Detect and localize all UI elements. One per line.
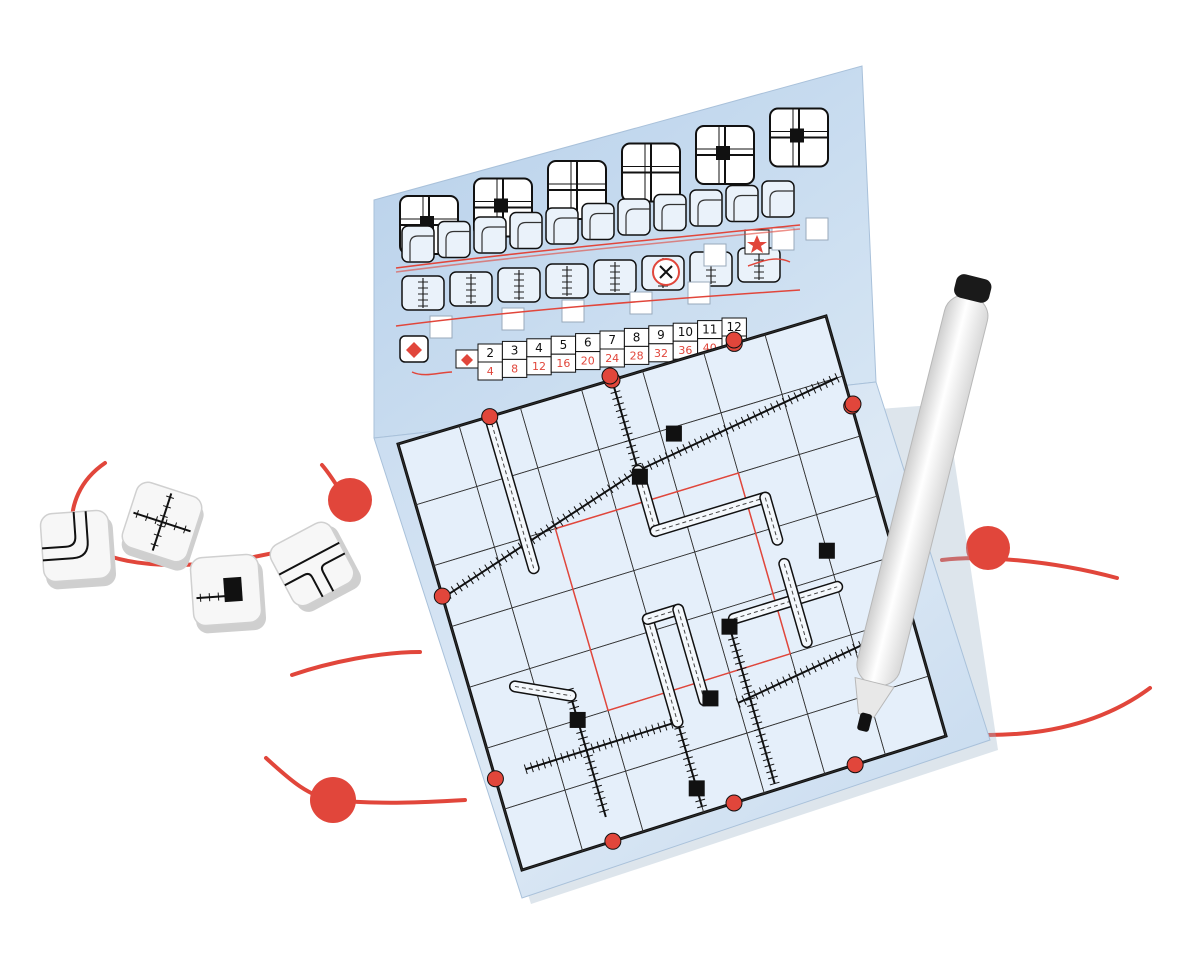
score-track-bottom-value: 20 — [581, 355, 595, 368]
road-segment — [672, 603, 711, 707]
flourish-left — [411, 371, 453, 376]
pen-tip-cone — [854, 676, 895, 718]
score-track-top-value: 6 — [584, 336, 592, 350]
board-cell[interactable] — [867, 675, 947, 756]
station-square — [721, 618, 738, 635]
railway-segment — [635, 373, 840, 476]
board-exit-marker — [725, 794, 743, 812]
red-divider-lines — [395, 224, 801, 327]
score-track-top-value: 9 — [657, 328, 665, 342]
road-piece-icon — [545, 207, 579, 245]
station-square — [702, 690, 719, 707]
score-track-top-value: 3 — [511, 343, 519, 357]
road-segment — [649, 491, 772, 538]
score-track-top-value: 4 — [535, 341, 543, 355]
checkbox[interactable] — [703, 243, 727, 267]
dice-group — [39, 481, 362, 634]
station-square — [569, 711, 586, 728]
curve-road-die-icon — [39, 509, 117, 590]
railway-piece-icon — [545, 263, 589, 299]
road-piece-icon — [689, 189, 723, 227]
board-exit-marker — [844, 395, 862, 413]
road-segment — [778, 557, 813, 649]
pen-cap-end — [954, 274, 992, 303]
game-board — [396, 314, 948, 872]
score-track-bottom-value: 8 — [511, 362, 518, 375]
station-square — [665, 425, 682, 442]
cross-circle-icon — [652, 258, 680, 286]
road-piece-icon — [653, 193, 687, 232]
crossroads-rail-die-icon — [121, 481, 204, 571]
score-track-top-value: 11 — [702, 323, 717, 337]
checkbox[interactable] — [561, 299, 585, 323]
board-exit-marker — [604, 832, 622, 850]
checkbox[interactable] — [771, 227, 795, 251]
road-segment — [759, 491, 784, 546]
red-gem-icon — [399, 335, 429, 363]
decorative-red-beads — [310, 478, 1010, 823]
railway-piece-icon — [497, 267, 541, 303]
road-segment — [641, 613, 684, 728]
central-zone — [554, 472, 792, 712]
board-exit-marker — [601, 367, 619, 385]
road-piece-icon — [761, 180, 795, 218]
score-track-bottom-value: 12 — [532, 360, 546, 373]
score-track-top-value: 2 — [486, 346, 494, 360]
score-track-gem-cell — [455, 349, 479, 369]
road-piece-icon — [725, 184, 759, 223]
railway-piece-icon — [401, 275, 445, 311]
score-track-top-value: 10 — [678, 325, 693, 339]
score-track-bottom-value: 28 — [630, 349, 644, 362]
score-track-bottom-value: 36 — [678, 344, 692, 357]
t-junction-square-icon — [769, 107, 829, 168]
marker-pen — [854, 274, 992, 732]
board-exit-marker — [433, 587, 451, 605]
road-pieces-row — [399, 180, 829, 363]
checkbox[interactable] — [687, 281, 711, 305]
t-junction-road-die-icon — [269, 521, 362, 612]
railway-piece-icon — [449, 271, 493, 307]
road-piece-icon — [509, 211, 543, 250]
road-piece-icon — [617, 198, 651, 236]
score-track-bottom-value: 4 — [487, 365, 494, 378]
station-rail-die-icon — [189, 553, 267, 634]
station-square — [688, 780, 705, 797]
pen-tip — [857, 712, 872, 732]
checkbox[interactable] — [629, 291, 653, 315]
road-piece-icon — [401, 225, 435, 263]
railway-segment — [523, 716, 680, 775]
score-track-top-value: 12 — [727, 320, 742, 334]
crossroads-railway-icon — [621, 142, 681, 203]
road-piece-icon — [581, 202, 615, 241]
board-exit-marker — [481, 408, 499, 426]
score-track-bottom-value: 24 — [605, 352, 619, 365]
road-piece-icon — [473, 216, 507, 254]
score-track-bottom-value: 32 — [654, 347, 668, 360]
cross-junction-square-icon — [695, 125, 755, 185]
board-exit-marker — [486, 770, 504, 788]
decorative-red-strings — [69, 461, 1152, 805]
score-track-top-value: 7 — [608, 333, 616, 347]
board-exit-marker — [846, 756, 864, 774]
board-exit-marker — [725, 331, 743, 349]
score-track-top-value: 5 — [560, 338, 568, 352]
score-track-bottom-value: 16 — [556, 357, 570, 370]
road-segment — [508, 680, 577, 702]
checkbox[interactable] — [805, 217, 829, 241]
station-square — [818, 542, 835, 559]
railway-piece-icon — [593, 259, 637, 295]
flourish-right — [747, 258, 791, 267]
road-piece-icon — [437, 220, 471, 259]
road-segment — [727, 580, 844, 625]
station-square — [631, 468, 648, 485]
road-segment — [483, 410, 540, 575]
score-track-top-value: 8 — [633, 330, 641, 344]
